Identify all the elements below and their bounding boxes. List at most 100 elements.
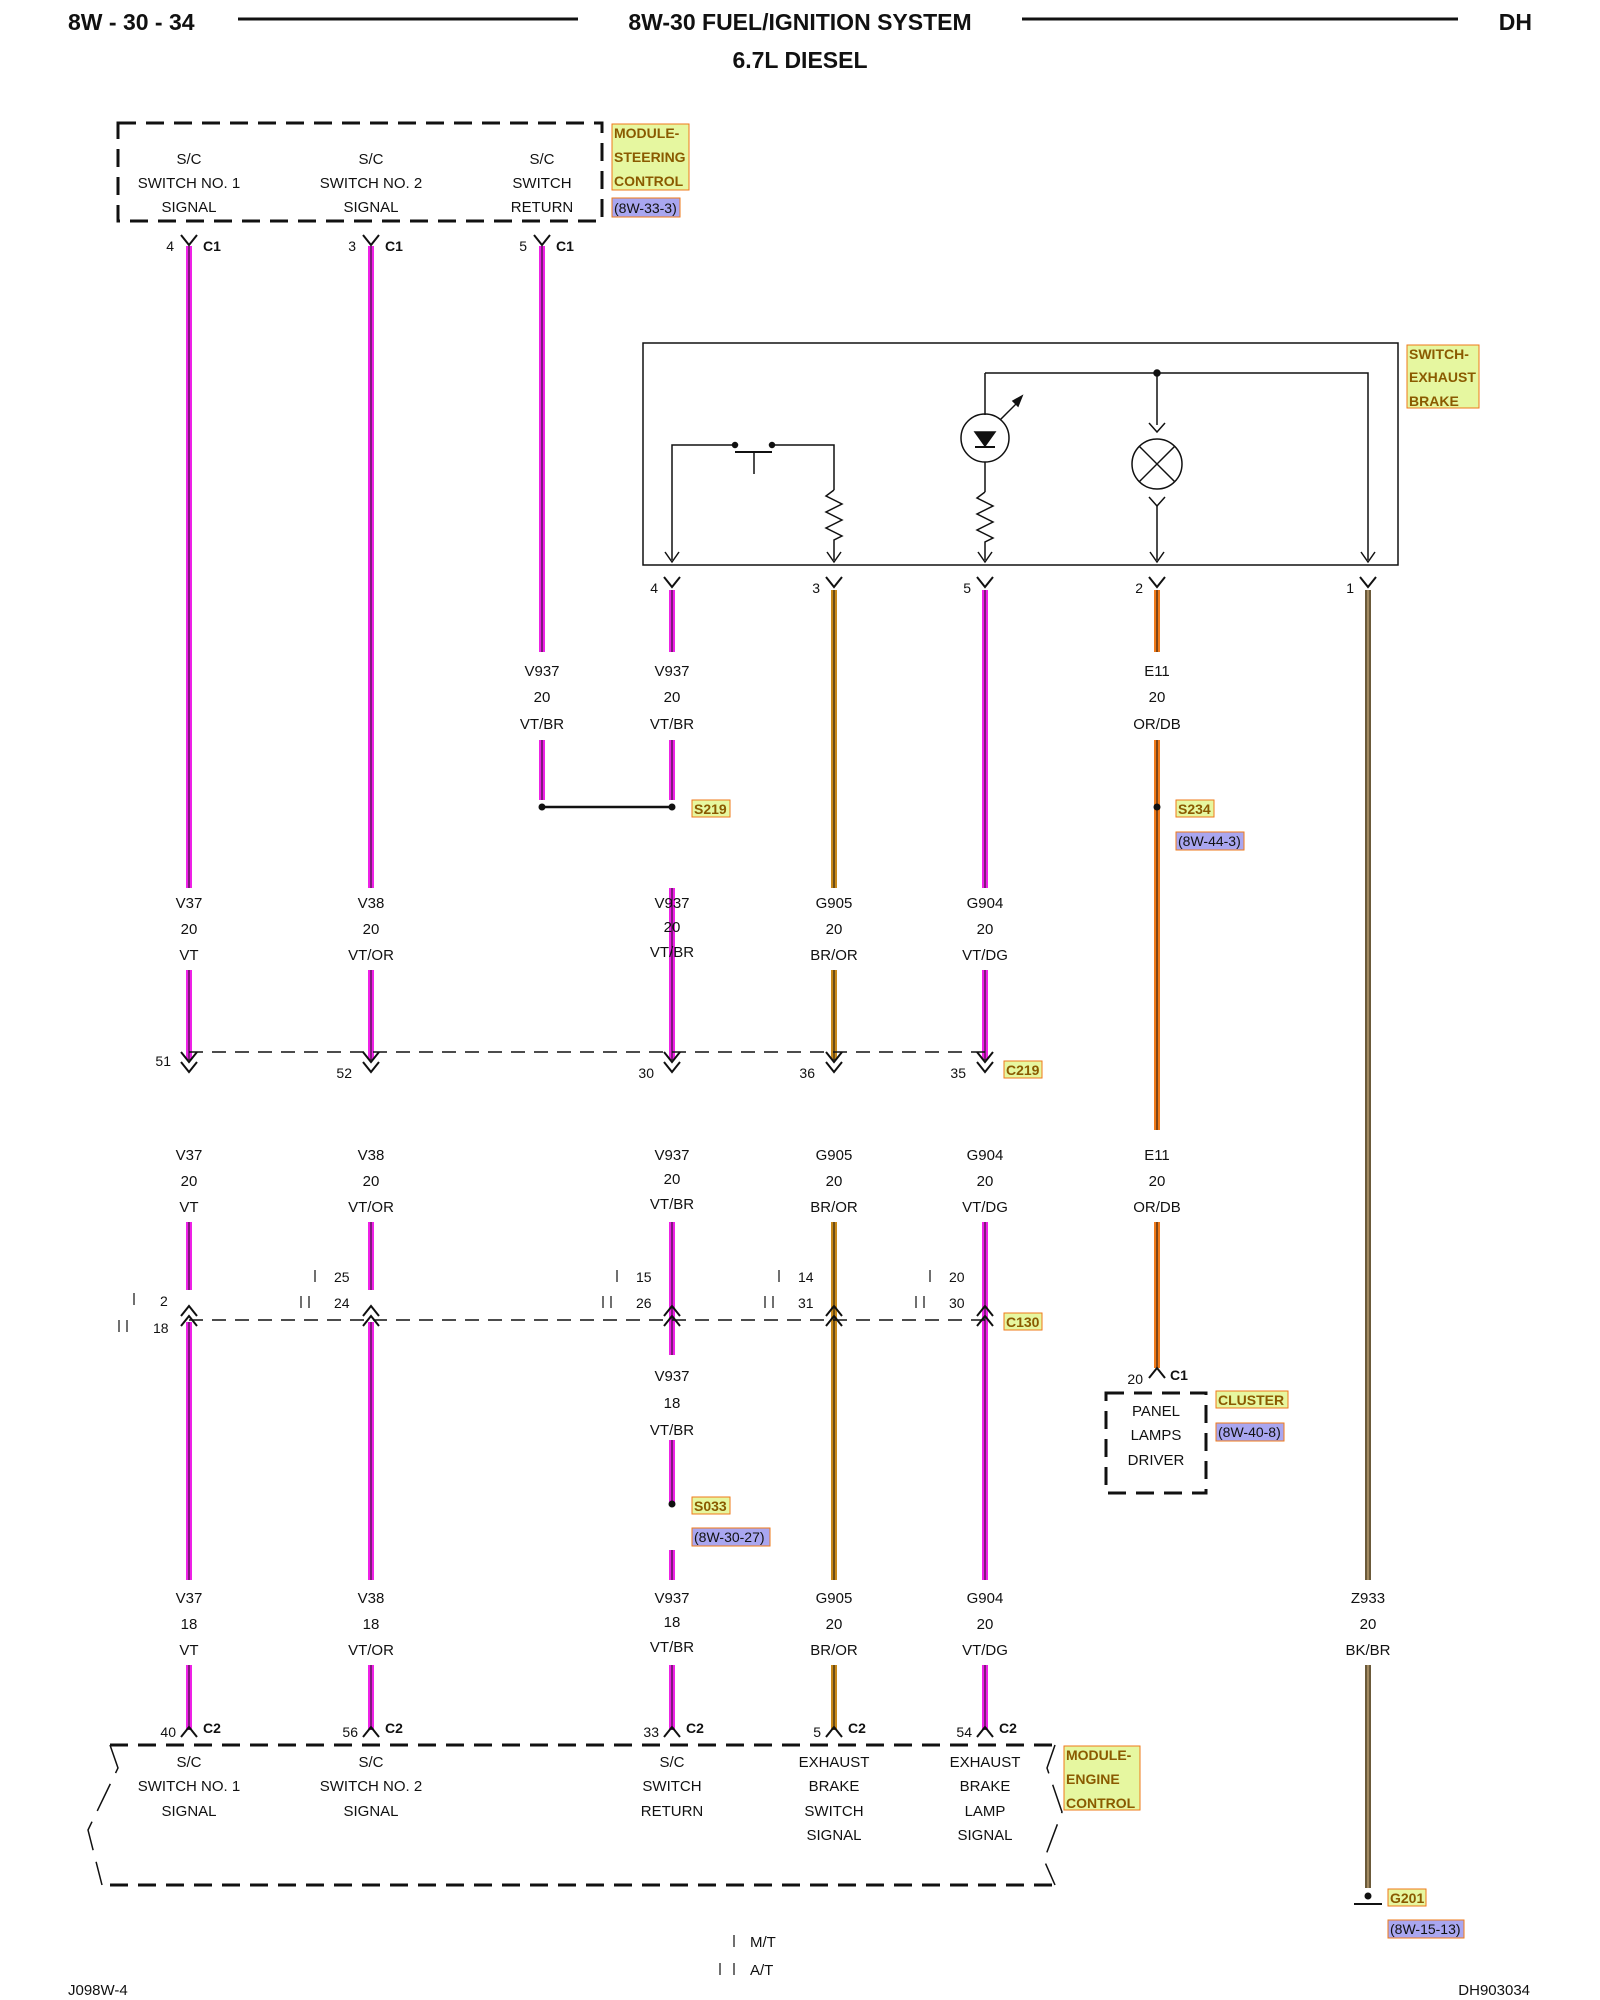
- wire-gauge: 18: [664, 1395, 681, 1412]
- wire-label: V37 18 VT: [176, 1590, 203, 1659]
- pin-number: 14: [798, 1269, 814, 1285]
- wire-code: V37: [176, 1590, 203, 1607]
- wire-label: V38 18 VT/OR: [348, 1590, 394, 1659]
- function-line: LAMPS: [1131, 1427, 1182, 1444]
- exhaust-brake-switch[interactable]: SWITCH- EXHAUST BRAKE: [642, 342, 1480, 596]
- function-line: DRIVER: [1128, 1452, 1185, 1469]
- wire-gauge: 20: [664, 689, 681, 706]
- splice-s234[interactable]: S234 (8W-44-3): [1153, 799, 1245, 851]
- connector-id: C1: [203, 238, 221, 254]
- wire-label: V38 20 VT/OR: [348, 895, 394, 964]
- pin-number: 24: [334, 1295, 350, 1311]
- ref-text: (8W-33-3): [614, 200, 677, 216]
- ground-g201[interactable]: G201 (8W-15-13): [1354, 1888, 1465, 1939]
- momentary-switch-icon: [671, 441, 844, 560]
- ref-text: (8W-15-13): [1390, 1921, 1461, 1937]
- connector-id: C1: [556, 238, 574, 254]
- wire-color: VT/BR: [650, 1196, 694, 1213]
- function-line: SIGNAL: [161, 199, 216, 216]
- splice-s033[interactable]: S033 (8W-30-27): [668, 1496, 771, 1547]
- wire-label: V937 20 VT/BR: [650, 663, 694, 733]
- wire-gauge: 20: [977, 921, 994, 938]
- wire-code: Z933: [1351, 1590, 1385, 1607]
- function-line: SWITCH: [512, 175, 571, 192]
- connector-id: C2: [999, 1720, 1017, 1736]
- connector-name: C130: [1006, 1314, 1040, 1330]
- wire-gauge: 18: [363, 1616, 380, 1633]
- splice-name: S033: [694, 1498, 727, 1514]
- wire-gauge: 20: [1149, 689, 1166, 706]
- pin-number: 31: [798, 1295, 814, 1311]
- tag-line: MODULE-: [1066, 1747, 1132, 1763]
- wire-label: G904 20 VT/DG: [962, 1590, 1008, 1659]
- steering-module-function-1: S/C SWITCH NO. 1 SIGNAL: [138, 151, 241, 216]
- steering-control-module[interactable]: S/C SWITCH NO. 1 SIGNAL S/C SWITCH NO. 2…: [116, 121, 690, 254]
- splice-s219[interactable]: S219: [538, 799, 731, 818]
- tag-line: SWITCH-: [1409, 346, 1469, 362]
- function-line: BRAKE: [809, 1778, 860, 1795]
- engine-module-function-4: EXHAUST BRAKE SWITCH SIGNAL: [799, 1754, 870, 1844]
- wire-gauge: 20: [363, 1173, 380, 1190]
- function-line: EXHAUST: [799, 1754, 870, 1771]
- pin-number: 25: [334, 1269, 350, 1285]
- engine-module-outline: [87, 1743, 1063, 1887]
- wire-label: E11 20 OR/DB: [1133, 1147, 1181, 1216]
- switch-pins: 4 3 5 2 1: [650, 576, 1377, 596]
- wire-gauge: 18: [181, 1616, 198, 1633]
- splice-name: S234: [1178, 801, 1211, 817]
- pin-number: 20: [1127, 1371, 1143, 1387]
- cluster-pin: [1148, 1366, 1166, 1379]
- steering-pin-4: 4 C1: [166, 234, 221, 254]
- wire-gauge: 20: [664, 919, 681, 936]
- wire-label: V937 18 VT/BR: [650, 1590, 694, 1656]
- page-code: DH: [1499, 9, 1532, 35]
- wire-color: OR/DB: [1133, 716, 1181, 733]
- pin-number: 20: [949, 1269, 965, 1285]
- wire-code: V937: [654, 1368, 689, 1385]
- function-line: SIGNAL: [161, 1803, 216, 1820]
- steering-pin-5: 5 C1: [519, 234, 574, 254]
- tag-line: ENGINE: [1066, 1771, 1120, 1787]
- page-number: 8W - 30 - 34: [68, 9, 195, 35]
- legend-at: A/T: [750, 1962, 773, 1979]
- function-line: S/C: [176, 151, 201, 168]
- wire-gauge: 20: [1149, 1173, 1166, 1190]
- tag-line: STEERING: [614, 149, 686, 165]
- engine-module-function-2: S/C SWITCH NO. 2 SIGNAL: [320, 1754, 423, 1820]
- pin-number: 3: [812, 580, 820, 596]
- tag-line: EXHAUST: [1409, 369, 1476, 385]
- pin-number: 40: [160, 1724, 176, 1740]
- wire-code: V38: [358, 1590, 385, 1607]
- wire-gauge: 20: [181, 1173, 198, 1190]
- function-line: RETURN: [641, 1803, 704, 1820]
- connector-id: C2: [385, 1720, 403, 1736]
- switch-bus-line: [985, 369, 1369, 560]
- pin-number: 18: [153, 1320, 169, 1336]
- engine-control-module[interactable]: 40 C2 56 C2 33 C2 5 C2 54 C2 S/C SWITCH …: [87, 1720, 1141, 1887]
- connector-c130[interactable]: 2 25 15 14 20 18 24 26 31 30 C130: [118, 1269, 1043, 1336]
- wire-code: V38: [358, 1147, 385, 1164]
- function-line: SWITCH NO. 1: [138, 175, 241, 192]
- pin-number: 26: [636, 1295, 652, 1311]
- pin-number: 4: [166, 238, 174, 254]
- wire-code: V937: [654, 1147, 689, 1164]
- wire-color: VT: [179, 1199, 198, 1216]
- wire-code: V38: [358, 895, 385, 912]
- wire-code: V937: [654, 895, 689, 912]
- wire-gauge: 20: [826, 1616, 843, 1633]
- connector-c219[interactable]: 51 52 30 36 35 C219: [155, 1051, 1043, 1081]
- page-subtitle: 6.7L DIESEL: [732, 47, 867, 73]
- engine-module-pins: 40 C2 56 C2 33 C2 5 C2 54 C2: [160, 1720, 1017, 1740]
- wire-label: V937 20 VT/BR: [520, 663, 564, 733]
- steering-module-ref[interactable]: (8W-33-3): [611, 197, 681, 218]
- engine-module-function-1: S/C SWITCH NO. 1 SIGNAL: [138, 1754, 241, 1820]
- engine-module-function-5: EXHAUST BRAKE LAMP SIGNAL: [950, 1754, 1021, 1844]
- ref-text: (8W-30-27): [694, 1529, 765, 1545]
- pin-number: 15: [636, 1269, 652, 1285]
- instrument-cluster[interactable]: 20 C1 PANEL LAMPS DRIVER CLUSTER (8W-40-…: [1104, 1366, 1289, 1495]
- transmission-legend: M/T A/T: [719, 1934, 776, 1979]
- cluster-tag: CLUSTER: [1218, 1392, 1284, 1408]
- wire-labels-mid1: V37 20 VT V38 20 VT/OR V937 20 VT/BR G90…: [176, 895, 1008, 964]
- led-indicator-icon: [960, 373, 1024, 560]
